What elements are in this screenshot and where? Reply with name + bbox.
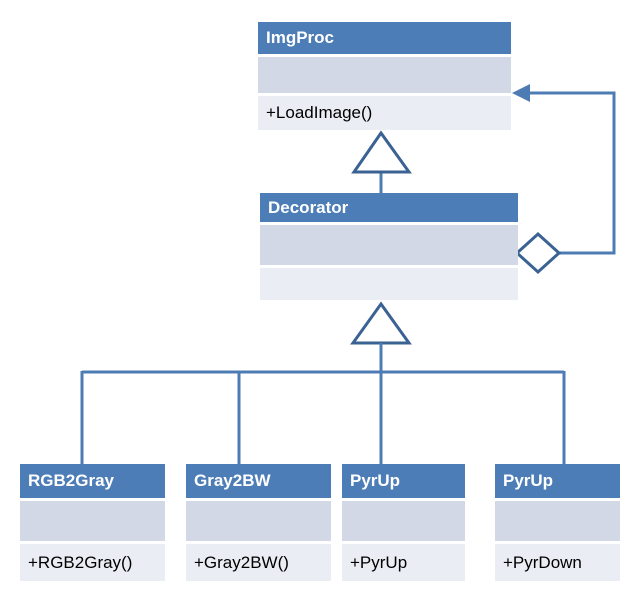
class-box-decorator: Decorator (260, 193, 518, 300)
class-attributes-row (258, 57, 511, 93)
aggregation-line-decorator-imgproc (516, 91, 616, 255)
class-box-rgb2gray: RGB2Gray +RGB2Gray() (20, 464, 165, 581)
class-name-header: PyrUp (342, 464, 465, 498)
class-methods-row: +Gray2BW() (186, 544, 331, 581)
class-name-header: ImgProc (258, 22, 511, 54)
class-box-pyrup-down: PyrUp +PyrDown (495, 464, 620, 581)
class-box-pyrup: PyrUp +PyrUp (342, 464, 465, 581)
class-box-gray2bw: Gray2BW +Gray2BW() (186, 464, 331, 581)
class-methods-row: +LoadImage() (258, 96, 511, 130)
class-name-header: PyrUp (495, 464, 620, 498)
class-attributes-row (186, 501, 331, 541)
aggregation-diamond-icon (514, 231, 562, 275)
class-name-header: Gray2BW (186, 464, 331, 498)
inheritance-triangle-icon (350, 301, 412, 345)
inheritance-triangle-icon (351, 130, 412, 174)
class-methods-row: +RGB2Gray() (20, 544, 165, 581)
class-methods-row: +PyrDown (495, 544, 620, 581)
class-attributes-row (495, 501, 620, 541)
class-name-header: RGB2Gray (20, 464, 165, 498)
class-attributes-row (260, 225, 518, 265)
class-attributes-row (20, 501, 165, 541)
class-name-header: Decorator (260, 193, 518, 222)
arrowhead-icon (512, 84, 530, 102)
class-attributes-row (342, 501, 465, 541)
class-methods-row: +PyrUp (342, 544, 465, 581)
class-box-imgproc: ImgProc +LoadImage() (258, 22, 511, 130)
class-methods-row (260, 268, 518, 300)
